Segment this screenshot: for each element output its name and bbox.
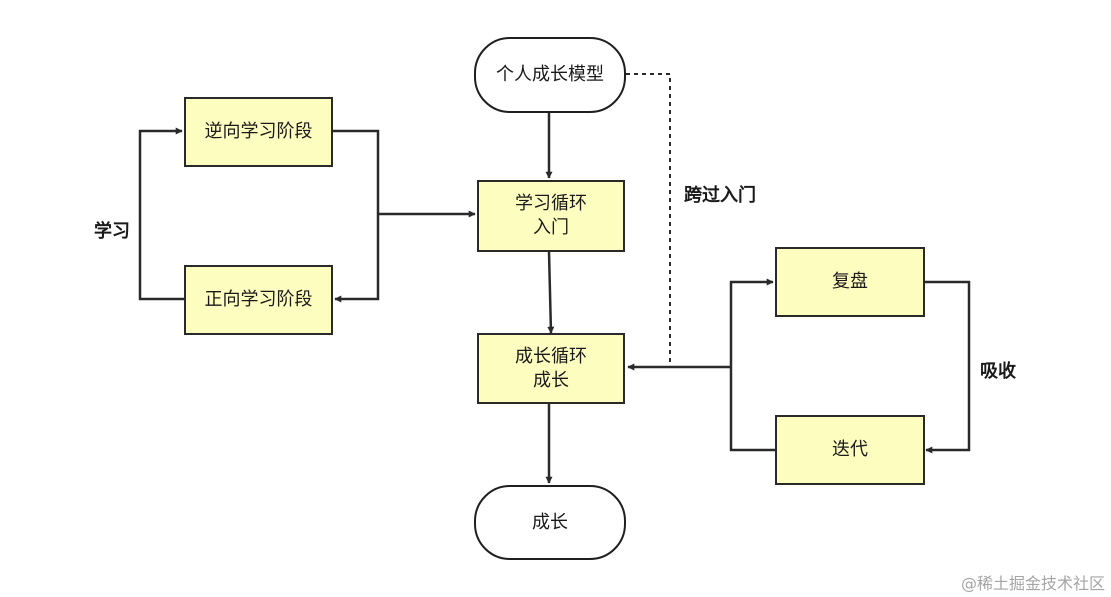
node-review: 复盘 bbox=[775, 247, 925, 317]
node-forward-learning: 正向学习阶段 bbox=[184, 265, 333, 335]
edge-reverse-to-forward bbox=[333, 129, 380, 303]
node-growth-cycle: 成长循环 成长 bbox=[477, 333, 625, 404]
edge-review-to-iterate bbox=[925, 280, 971, 454]
node-start: 个人成长模型 bbox=[474, 37, 626, 113]
watermark: @稀土掘金技术社区 bbox=[960, 574, 1105, 593]
label-learning: 学习 bbox=[94, 221, 130, 242]
edge-learning-to-growth-cycle bbox=[547, 251, 555, 334]
edge-forward-to-reverse bbox=[138, 127, 184, 301]
node-learning-cycle: 学习循环 入门 bbox=[477, 180, 625, 252]
node-iterate: 迭代 bbox=[775, 415, 925, 485]
label-skip-entry: 跨过入门 bbox=[684, 185, 756, 206]
label-absorb: 吸收 bbox=[980, 361, 1016, 382]
node-end: 成长 bbox=[474, 485, 626, 560]
node-reverse-learning: 逆向学习阶段 bbox=[184, 97, 333, 167]
edge-iterate-to-review bbox=[729, 278, 775, 452]
edge-skip-entry-dashed bbox=[626, 73, 671, 367]
